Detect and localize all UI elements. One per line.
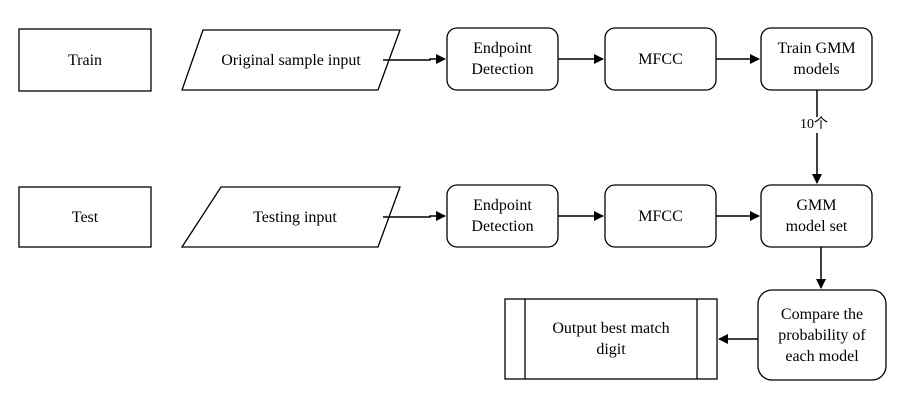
mfcc-train-label: MFCC [638, 50, 683, 68]
testing-input-label: Testing input [253, 208, 337, 226]
gmm-model-set-box [760, 184, 873, 248]
original-sample-input-label: Original sample input [221, 51, 361, 69]
train-phase-label: Train [67, 51, 103, 69]
output-best-match-label: Output best match digit [552, 320, 670, 358]
train-gmm-models-label: Train GMM models [777, 40, 856, 78]
output-best-match-box [504, 298, 718, 380]
compare-probability-label: Compare the probability of each model [778, 305, 866, 365]
gmm-model-set-label: GMM model set [785, 197, 848, 235]
train-phase-box [18, 28, 152, 92]
endpoint-detection-train-label: Endpoint Detection [471, 40, 534, 78]
edge-label-10: 10个 [798, 117, 830, 133]
arrow-original-to-endpoint [383, 54, 446, 64]
test-phase-box [18, 186, 152, 248]
arrow-testing-to-endpoint [383, 211, 446, 221]
original-sample-input-shape [181, 29, 401, 91]
test-phase-label: Test [71, 208, 99, 226]
compare-probability-box [757, 289, 887, 381]
testing-input-shape [180, 186, 401, 248]
mfcc-test-label: MFCC [638, 207, 683, 225]
endpoint-detection-test-label: Endpoint Detection [471, 197, 534, 235]
